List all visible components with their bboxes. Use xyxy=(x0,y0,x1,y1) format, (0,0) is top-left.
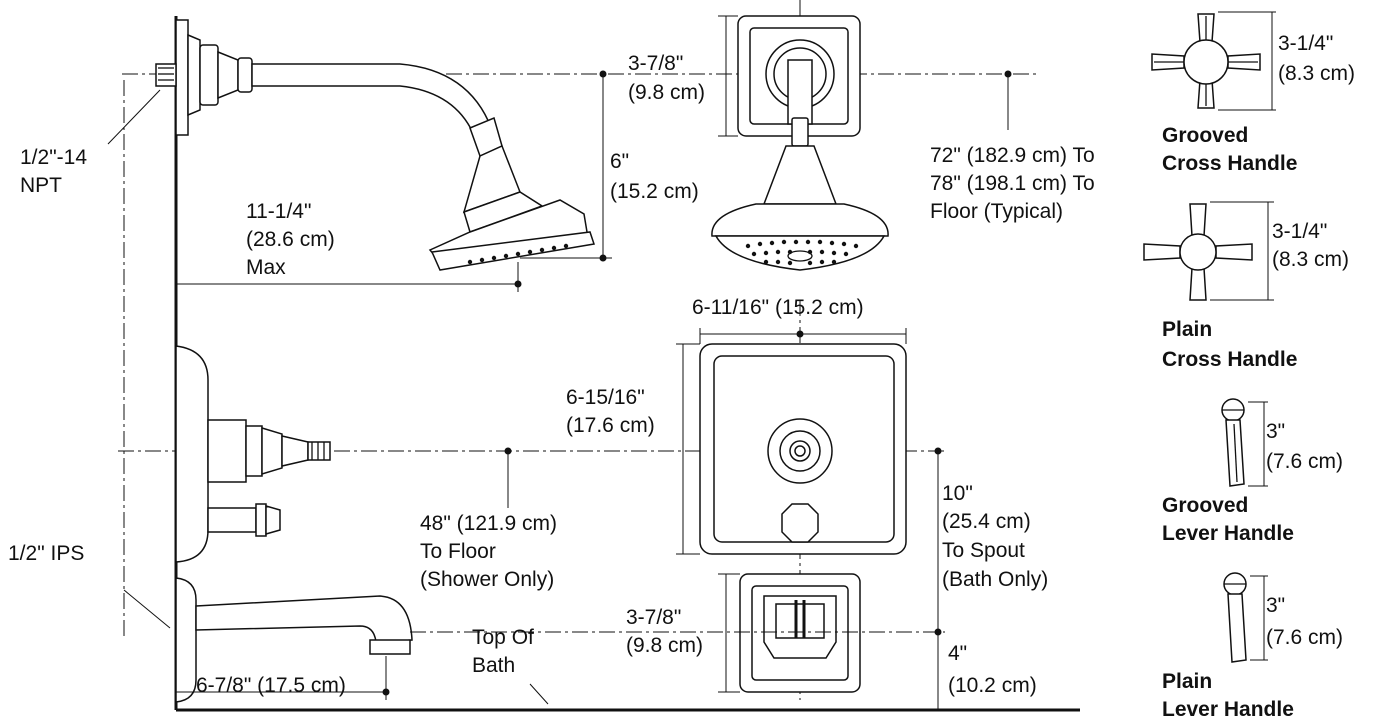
plain-cross-dimension: 3-1/4" (8.3 cm) xyxy=(1272,220,1349,271)
grooved-lever-dimension: 3" (7.6 cm) xyxy=(1266,420,1343,473)
spout-front-view xyxy=(739,573,861,693)
plain-cross-handle-icon xyxy=(1143,203,1253,301)
dimension-lines xyxy=(107,15,1012,710)
plain-lever-handle-icon xyxy=(1223,572,1247,663)
label-spout-above: 10" (25.4 cm) To Spout (Bath Only) xyxy=(942,482,1048,591)
label-spout-reach: 6-7/8" (17.5 cm) xyxy=(196,674,346,697)
spout-side-view xyxy=(175,577,413,703)
label-npt: 1/2"-14 NPT xyxy=(20,146,93,197)
label-arm-reach: 11-1/4" (28.6 cm) Max xyxy=(246,200,341,279)
label-escutcheon-width: 6-11/16" (15.2 cm) xyxy=(692,296,864,319)
shower-front-view xyxy=(711,15,889,271)
grooved-lever-handle-icon xyxy=(1221,398,1245,487)
grooved-cross-name: Grooved Cross Handle xyxy=(1162,124,1297,175)
label-top-of-bath: Top Of Bath xyxy=(472,626,540,677)
handle-options: 3-1/4" (8.3 cm) Grooved Cross Handle 3-1… xyxy=(1143,11,1355,721)
valve-front-view xyxy=(699,343,907,555)
plain-lever-name: Plain Lever Handle xyxy=(1162,670,1294,721)
label-flange-top: 3-7/8" (9.8 cm) xyxy=(628,52,705,104)
shower-arm-side-view xyxy=(155,19,595,271)
label-spout-height: 4" (10.2 cm) xyxy=(948,642,1037,697)
showerhead-nozzles xyxy=(745,239,859,266)
plain-lever-dimension: 3" (7.6 cm) xyxy=(1266,594,1343,649)
label-arm-drop: 6" (15.2 cm) xyxy=(610,150,699,203)
label-valve-height: 48" (121.9 cm) To Floor (Shower Only) xyxy=(420,512,563,591)
label-flange-bottom: 3-7/8" (9.8 cm) xyxy=(626,606,703,657)
grooved-lever-name: Grooved Lever Handle xyxy=(1162,494,1294,545)
plain-cross-name: Plain Cross Handle xyxy=(1162,318,1297,371)
label-escutcheon-height: 6-15/16" (17.6 cm) xyxy=(566,386,655,437)
label-head-height: 72" (182.9 cm) To 78" (198.1 cm) To Floo… xyxy=(930,144,1101,223)
grooved-cross-handle-icon xyxy=(1151,13,1261,109)
label-ips: 1/2" IPS xyxy=(8,542,84,565)
grooved-cross-dimension: 3-1/4" (8.3 cm) xyxy=(1278,32,1355,85)
valve-side-view xyxy=(175,345,331,563)
